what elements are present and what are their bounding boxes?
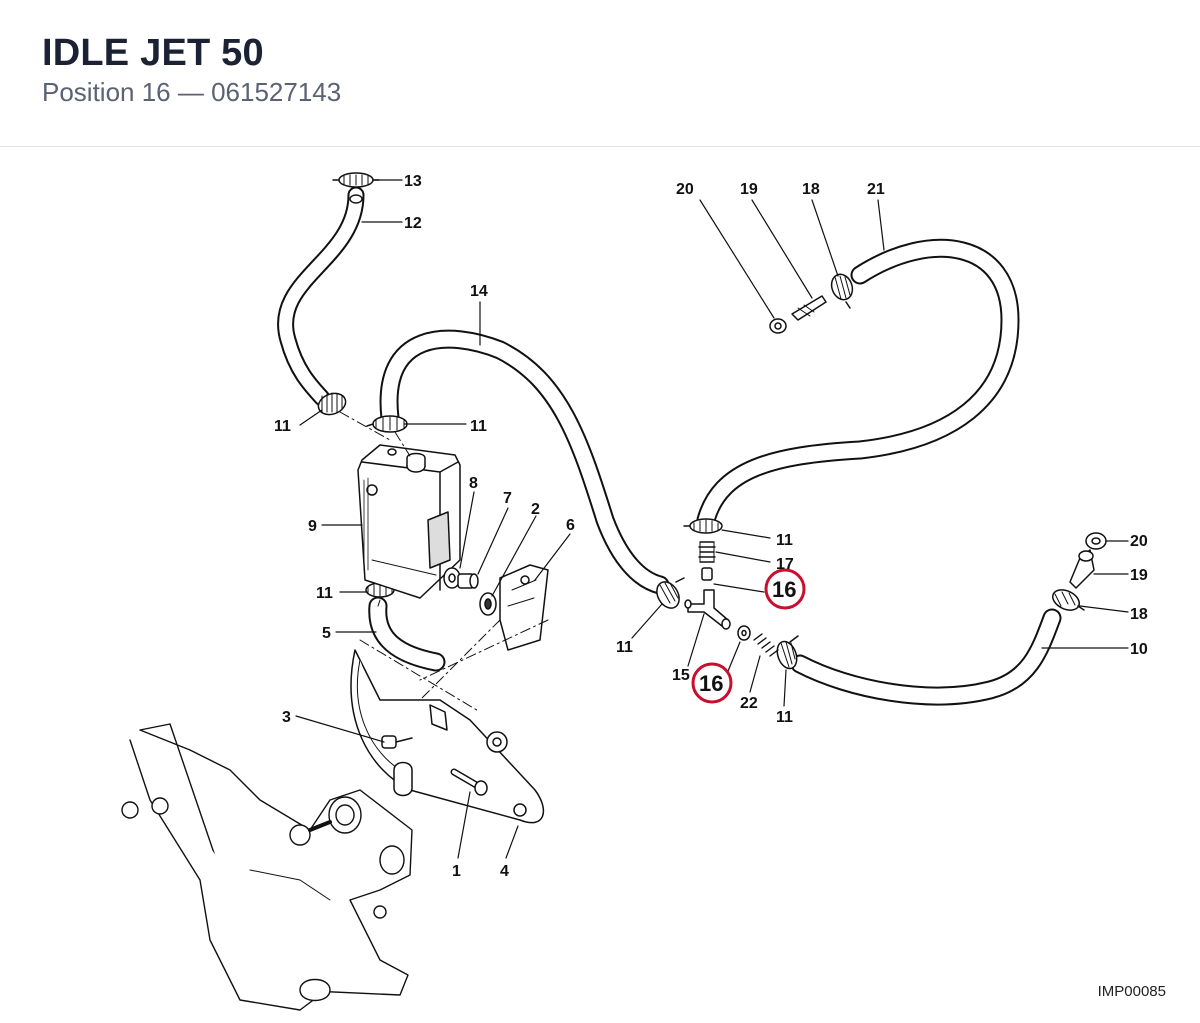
- label-22: 22: [740, 695, 758, 712]
- clamp-11-d: [656, 577, 685, 609]
- spring-17: [698, 541, 716, 563]
- canister-9: [357, 444, 461, 599]
- label-16-upper: 16: [772, 577, 796, 602]
- page-title: IDLE JET 50: [42, 32, 264, 74]
- label-20-right: 20: [1130, 533, 1148, 550]
- hose-5: [368, 596, 446, 672]
- footpeg-stand: [121, 723, 413, 1011]
- label-17: 17: [776, 556, 794, 573]
- alignment-lines: [339, 411, 549, 713]
- label-19-top: 19: [740, 181, 758, 198]
- clamp-11-a: [317, 392, 347, 416]
- clamp-13: [332, 172, 380, 188]
- hose-21: [696, 238, 1020, 530]
- label-6: 6: [566, 517, 575, 534]
- clamp-18-right: [1052, 589, 1085, 611]
- spring-22: [753, 633, 779, 657]
- label-8: 8: [469, 475, 478, 492]
- label-21: 21: [867, 181, 885, 198]
- grommet-2: [479, 592, 497, 616]
- label-11-c: 11: [316, 585, 333, 602]
- label-10: 10: [1130, 641, 1148, 658]
- label-11-e: 11: [776, 532, 793, 549]
- label-15: 15: [672, 667, 690, 684]
- label-18-right: 18: [1130, 606, 1148, 623]
- image-reference-code: IMP00085: [1097, 983, 1166, 1000]
- header: IDLE JET 50 Position 16 — 061527143: [0, 0, 1200, 147]
- label-18-top: 18: [802, 181, 820, 198]
- tee-15: [684, 589, 731, 630]
- fitting-7: [457, 573, 479, 589]
- hose-10: [790, 608, 1062, 706]
- label-1: 1: [452, 863, 461, 880]
- hose-14: [379, 329, 670, 595]
- idle-jet-16-lower: [737, 625, 751, 641]
- label-11-f: 11: [776, 709, 793, 726]
- washer-20-top: [769, 318, 787, 334]
- label-5: 5: [322, 625, 331, 642]
- label-20-top: 20: [676, 181, 694, 198]
- bolt-1: [450, 768, 488, 796]
- label-14: 14: [470, 283, 488, 300]
- label-12: 12: [404, 215, 422, 232]
- highlight-circle-lower: [691, 662, 733, 704]
- label-2: 2: [531, 501, 540, 518]
- label-11-d: 11: [616, 639, 633, 656]
- label-11-b: 11: [470, 418, 487, 435]
- label-16-lower: 16: [699, 671, 723, 696]
- label-4: 4: [500, 863, 509, 880]
- label-7: 7: [503, 490, 512, 507]
- leader-lines: [295, 179, 1129, 859]
- washer-20-right: [1085, 532, 1107, 550]
- hose-12: [277, 186, 365, 407]
- idle-jet-16-upper: [701, 567, 713, 581]
- label-13: 13: [404, 173, 422, 190]
- bracket-6: [499, 564, 549, 651]
- jet-19-top: [791, 295, 827, 321]
- label-19-right: 19: [1130, 567, 1148, 584]
- label-9: 9: [308, 518, 317, 535]
- clamp-11-f: [776, 635, 799, 670]
- jet-19-right: [1069, 549, 1095, 589]
- page-subtitle: Position 16 — 061527143: [42, 77, 342, 107]
- label-11-a: 11: [274, 418, 291, 435]
- clamp-11-b: [366, 415, 408, 433]
- fitting-8: [443, 567, 461, 589]
- bracket-4: [350, 649, 545, 824]
- label-3: 3: [282, 709, 291, 726]
- highlight-circle-upper: [764, 568, 806, 610]
- clamp-11-e: [683, 518, 723, 534]
